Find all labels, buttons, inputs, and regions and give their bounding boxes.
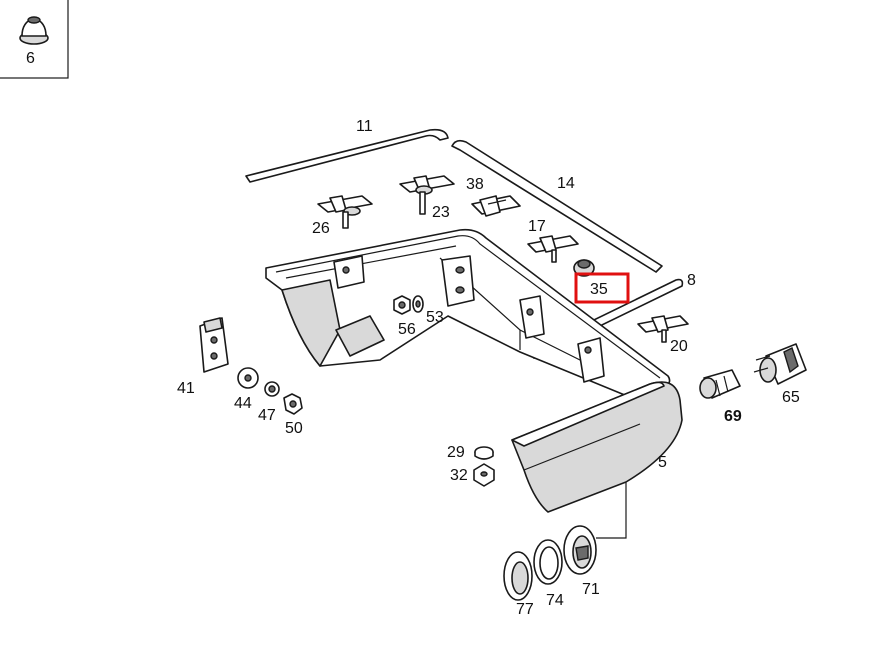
part-65-holder[interactable]: 65 bbox=[753, 343, 807, 406]
part-20-clip[interactable]: 20 bbox=[637, 315, 689, 355]
part-41-bracket[interactable]: 41 bbox=[177, 317, 229, 397]
part-50-nut[interactable]: 50 bbox=[283, 393, 303, 437]
part-11-strip[interactable]: 11 bbox=[245, 118, 449, 183]
part-5-bumper-cover[interactable]: 5 bbox=[511, 381, 683, 513]
leader-line bbox=[596, 482, 627, 539]
label-20: 20 bbox=[670, 338, 688, 355]
label-71: 71 bbox=[582, 581, 600, 598]
label-56: 56 bbox=[398, 321, 416, 338]
label-74: 74 bbox=[546, 592, 564, 609]
part-23-clip[interactable]: 23 bbox=[399, 175, 455, 221]
label-38: 38 bbox=[466, 176, 484, 193]
label-65: 65 bbox=[782, 389, 800, 406]
label-14: 14 bbox=[557, 175, 575, 192]
grommet-icon bbox=[19, 16, 49, 45]
label-35: 35 bbox=[590, 281, 608, 298]
label-53: 53 bbox=[426, 309, 444, 326]
part-17-clip[interactable]: 17 bbox=[527, 218, 579, 263]
label-47: 47 bbox=[258, 407, 276, 424]
highlight-box bbox=[574, 272, 630, 304]
part-71-cover[interactable]: 71 bbox=[563, 525, 600, 598]
part-74-ring[interactable]: 74 bbox=[533, 539, 564, 609]
label-50: 50 bbox=[285, 420, 303, 437]
label-23: 23 bbox=[432, 204, 450, 221]
part-69-sensor[interactable]: 69 bbox=[699, 369, 742, 425]
part-26-clip[interactable]: 26 bbox=[312, 195, 373, 237]
part-14-strip[interactable]: 14 bbox=[451, 139, 663, 273]
label-5: 5 bbox=[658, 454, 667, 471]
inset-part-6[interactable]: 6 bbox=[0, 0, 69, 79]
part-35-buffer[interactable]: 35 bbox=[573, 259, 630, 304]
part-44-washer[interactable]: 44 bbox=[234, 367, 259, 412]
label-32: 32 bbox=[450, 467, 468, 484]
part-77-ring[interactable]: 77 bbox=[503, 551, 534, 618]
part-53-washer[interactable]: 53 bbox=[412, 295, 444, 326]
label-69: 69 bbox=[724, 408, 742, 425]
part-38-clip[interactable]: 38 bbox=[466, 176, 521, 217]
label-29: 29 bbox=[447, 444, 465, 461]
part-29-washer[interactable]: 29 bbox=[447, 444, 494, 461]
part-47-washer[interactable]: 47 bbox=[258, 381, 280, 424]
label-17: 17 bbox=[528, 218, 546, 235]
label-6: 6 bbox=[26, 50, 35, 67]
label-41: 41 bbox=[177, 380, 195, 397]
label-8: 8 bbox=[687, 272, 696, 289]
part-56-nut[interactable]: 56 bbox=[393, 295, 416, 338]
label-11: 11 bbox=[356, 118, 373, 135]
label-44: 44 bbox=[234, 395, 252, 412]
label-26: 26 bbox=[312, 220, 330, 237]
label-77: 77 bbox=[516, 601, 534, 618]
part-32-nut[interactable]: 32 bbox=[450, 463, 495, 487]
